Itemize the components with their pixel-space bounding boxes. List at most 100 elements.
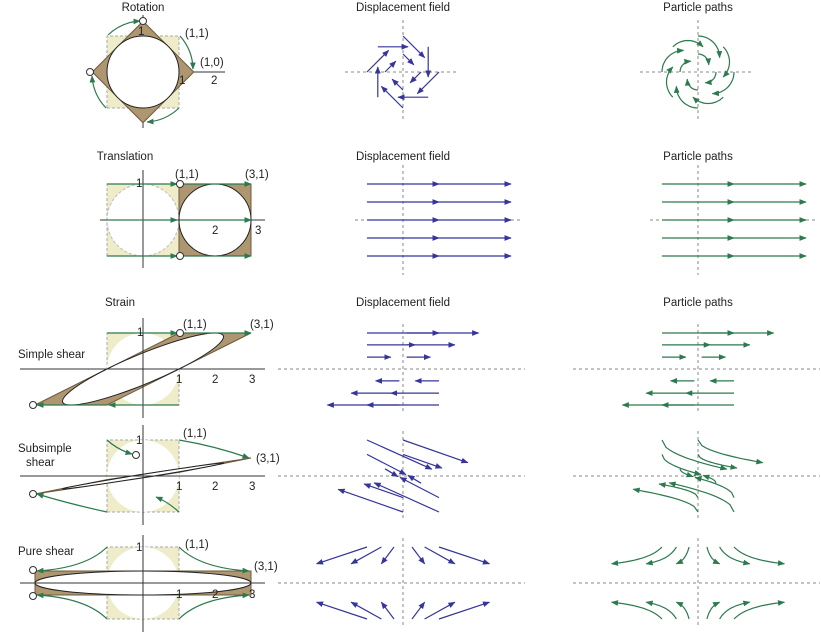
tick-label: 1 <box>179 75 185 87</box>
tick-label: 1 <box>176 481 182 493</box>
particle-path-arrow <box>645 600 677 620</box>
simple-shear-diagram: 1 1 2 3 (1,1) (3,1) <box>20 318 274 418</box>
translation-title: Translation <box>97 151 153 163</box>
coord-label: (1,1) <box>183 319 207 331</box>
particle-path-arrow <box>675 601 690 620</box>
field-panels <box>278 20 820 628</box>
simple-shear-label: Simple shear <box>18 349 85 361</box>
displacement-arrow <box>402 453 443 469</box>
displacement-arrow <box>350 546 382 565</box>
displacement-arrow <box>402 53 415 66</box>
tick-label: 3 <box>249 374 255 386</box>
displacement-arrow <box>424 601 456 620</box>
particle-path-arrow <box>719 546 751 566</box>
displacement-arrow <box>424 546 456 565</box>
tick-label: 2 <box>212 589 218 601</box>
displacement-arrow <box>337 488 404 513</box>
displacement-field-title: Displacement field <box>356 297 450 309</box>
displacement-arrow <box>411 601 426 620</box>
particle-path-arrow <box>719 600 751 620</box>
displacement-arrow <box>416 71 440 95</box>
coord-label: (3,1) <box>250 319 274 331</box>
coord-label: (1,1) <box>175 169 199 181</box>
particle-path-arrow <box>692 96 724 105</box>
displacement-arrow <box>380 85 404 109</box>
subsimple-shear-diagram: 1 1 2 3 (1,1) (3,1) <box>20 425 280 525</box>
particle-path-arrow <box>697 35 723 59</box>
displacement-arrow <box>350 601 382 620</box>
particle-path-arrow <box>697 53 712 66</box>
tick-label: 1 <box>136 435 142 447</box>
particle-path-arrow <box>702 474 717 484</box>
particle-path-arrow <box>697 439 764 465</box>
coord-label: (3,1) <box>254 561 278 573</box>
tick-label: 1 <box>136 178 142 190</box>
particle-path-arrow <box>610 600 663 620</box>
particle-path-arrow <box>665 66 674 98</box>
tick-label: 3 <box>255 225 261 237</box>
displacement-arrow <box>384 468 399 478</box>
displacement-arrow <box>366 49 390 73</box>
tick-label: 2 <box>212 481 218 493</box>
displacement-arrow <box>402 439 469 464</box>
subsimple-shear-label: Subsimple <box>18 443 72 455</box>
particle-path-arrow <box>706 601 721 620</box>
particle-path-arrow <box>673 85 699 109</box>
subsimple-shear-label-2: shear <box>26 457 55 469</box>
particle-paths-title: Particle paths <box>663 2 733 14</box>
particle-path-arrow <box>697 454 738 470</box>
displacement-arrow <box>399 476 440 499</box>
displacement-arrow <box>315 601 368 620</box>
coord-label: (3,1) <box>245 169 269 181</box>
tick-label: 3 <box>249 589 255 601</box>
particle-path-arrow <box>632 487 699 513</box>
pure-shear-label: Pure shear <box>18 546 74 558</box>
particle-path-arrow <box>645 546 677 566</box>
particle-path-arrow <box>733 546 786 566</box>
tick-label: 2 <box>212 225 218 237</box>
displacement-arrow <box>380 601 395 620</box>
coord-label: (3,1) <box>256 453 280 465</box>
particle-path-arrow <box>675 546 690 565</box>
strain-title: Strain <box>105 297 135 309</box>
coord-label: (1,0) <box>200 57 224 69</box>
displacement-arrow <box>384 60 397 73</box>
displacement-arrow <box>391 78 404 91</box>
particle-path-arrow <box>684 78 699 91</box>
coord-label: (1,1) <box>185 539 209 551</box>
displacement-arrow <box>366 439 433 470</box>
particle-path-arrow <box>733 600 786 620</box>
tick-label: 1 <box>176 374 182 386</box>
particle-path-arrow <box>706 546 721 565</box>
displacement-field-title: Displacement field <box>356 151 450 163</box>
translation-diagram: 1 2 3 (1,1) (3,1) <box>100 169 269 268</box>
particle-path-arrow <box>658 482 699 498</box>
tick-label: 2 <box>212 374 218 386</box>
tick-label: 1 <box>138 26 144 38</box>
displacement-arrow <box>373 482 440 513</box>
particle-path-arrow <box>711 71 735 97</box>
particle-path-arrow <box>704 71 717 86</box>
tick-label: 1 <box>137 327 143 339</box>
tick-label: 1 <box>176 589 182 601</box>
coord-label: (1,1) <box>185 28 209 40</box>
displacement-arrow <box>409 71 422 84</box>
particle-path-arrow <box>722 46 731 78</box>
particle-path-arrow <box>679 468 694 478</box>
displacement-arrow <box>363 483 404 499</box>
displacement-field-title: Displacement field <box>356 2 450 14</box>
particle-path-arrow <box>661 439 728 471</box>
particle-path-arrow <box>661 454 702 476</box>
displacement-arrow <box>366 453 407 476</box>
displacement-arrow <box>438 546 491 565</box>
coord-label: (1,1) <box>183 428 207 440</box>
particle-path-arrow <box>610 546 663 566</box>
displacement-arrow <box>380 546 395 565</box>
particle-paths-title: Particle paths <box>663 297 733 309</box>
displacement-arrow <box>315 546 368 565</box>
particle-paths-title: Particle paths <box>663 151 733 163</box>
pure-shear-diagram: 1 1 2 3 (1,1) (3,1) <box>20 535 278 632</box>
displacement-arrow <box>438 601 491 620</box>
displacement-arrow <box>402 35 426 59</box>
